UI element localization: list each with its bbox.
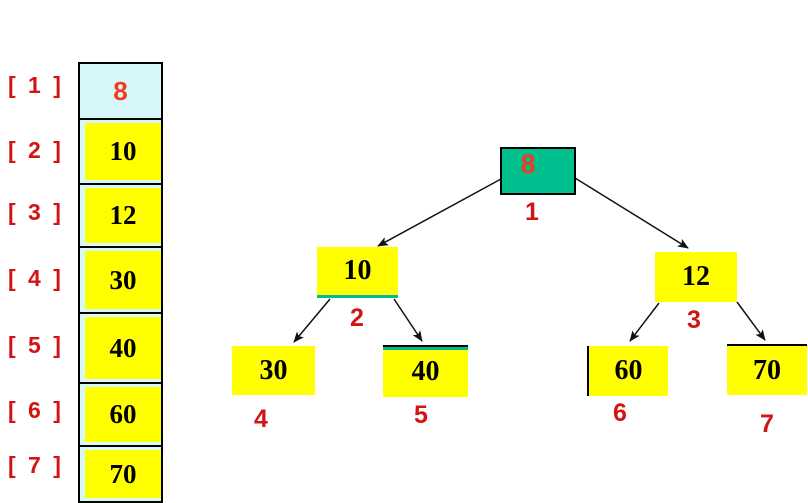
array-index-label-5: [ 5 ] [8, 332, 64, 358]
array-index-label-2: [ 2 ] [8, 137, 64, 163]
array-cell-4: 30 [80, 248, 161, 314]
array-cell-value-5: 40 [109, 332, 137, 363]
array-index-label-7: [ 7 ] [8, 452, 64, 478]
position-label-7: 7 [760, 410, 774, 438]
array-cell-box-3: 12 [85, 188, 161, 243]
edge-3-7 [736, 301, 766, 341]
array-index-label-3: [ 3 ] [8, 199, 64, 225]
array-column: 8 10 12 30 40 60 [78, 62, 163, 503]
array-cell-5: 40 [80, 314, 161, 384]
array-index-label-1: [ 1 ] [8, 72, 64, 98]
array-index-label-6: [ 6 ] [8, 397, 64, 423]
array-cell-value-4: 30 [109, 264, 137, 295]
array-cell-value-6: 60 [109, 399, 137, 429]
tree-node-60: 60 [587, 346, 668, 396]
array-cell-value-7: 70 [109, 458, 137, 489]
position-label-6: 6 [613, 399, 627, 427]
tree-node-root: 8 [500, 147, 576, 195]
array-cell-value-3: 12 [109, 200, 137, 230]
array-cell-6: 60 [80, 384, 161, 447]
edge-1-3 [574, 177, 689, 249]
edge-2-5 [393, 298, 423, 342]
array-cell-value-2: 10 [109, 136, 137, 166]
edge-1-2 [377, 178, 502, 247]
array-cell-value-1: 8 [113, 76, 128, 106]
array-cell-box-7: 70 [85, 450, 161, 498]
position-label-1: 1 [525, 198, 539, 226]
array-cell-3: 12 [80, 185, 161, 248]
position-label-4: 4 [254, 405, 268, 433]
array-cell-box-6: 60 [85, 387, 161, 442]
position-label-5: 5 [414, 401, 428, 429]
tree-node-12: 12 [655, 252, 737, 302]
array-cell-box-5: 40 [85, 317, 161, 379]
tree-node-30: 30 [232, 346, 315, 395]
array-index-label-4: [ 4 ] [8, 265, 64, 291]
edge-2-4 [293, 298, 331, 343]
tree-node-70: 70 [727, 344, 807, 395]
position-label-2: 2 [350, 304, 364, 332]
tree-node-40: 40 [383, 345, 468, 397]
array-cell-7: 70 [80, 447, 161, 501]
tree-node-10: 10 [317, 247, 398, 298]
array-cell-box-4: 30 [85, 251, 161, 309]
edge-3-6 [629, 302, 660, 342]
array-cell-box-2: 10 [85, 123, 161, 180]
array-cell-2: 10 [80, 120, 161, 185]
array-cell-1: 8 [80, 64, 161, 120]
position-label-3: 3 [687, 306, 701, 334]
